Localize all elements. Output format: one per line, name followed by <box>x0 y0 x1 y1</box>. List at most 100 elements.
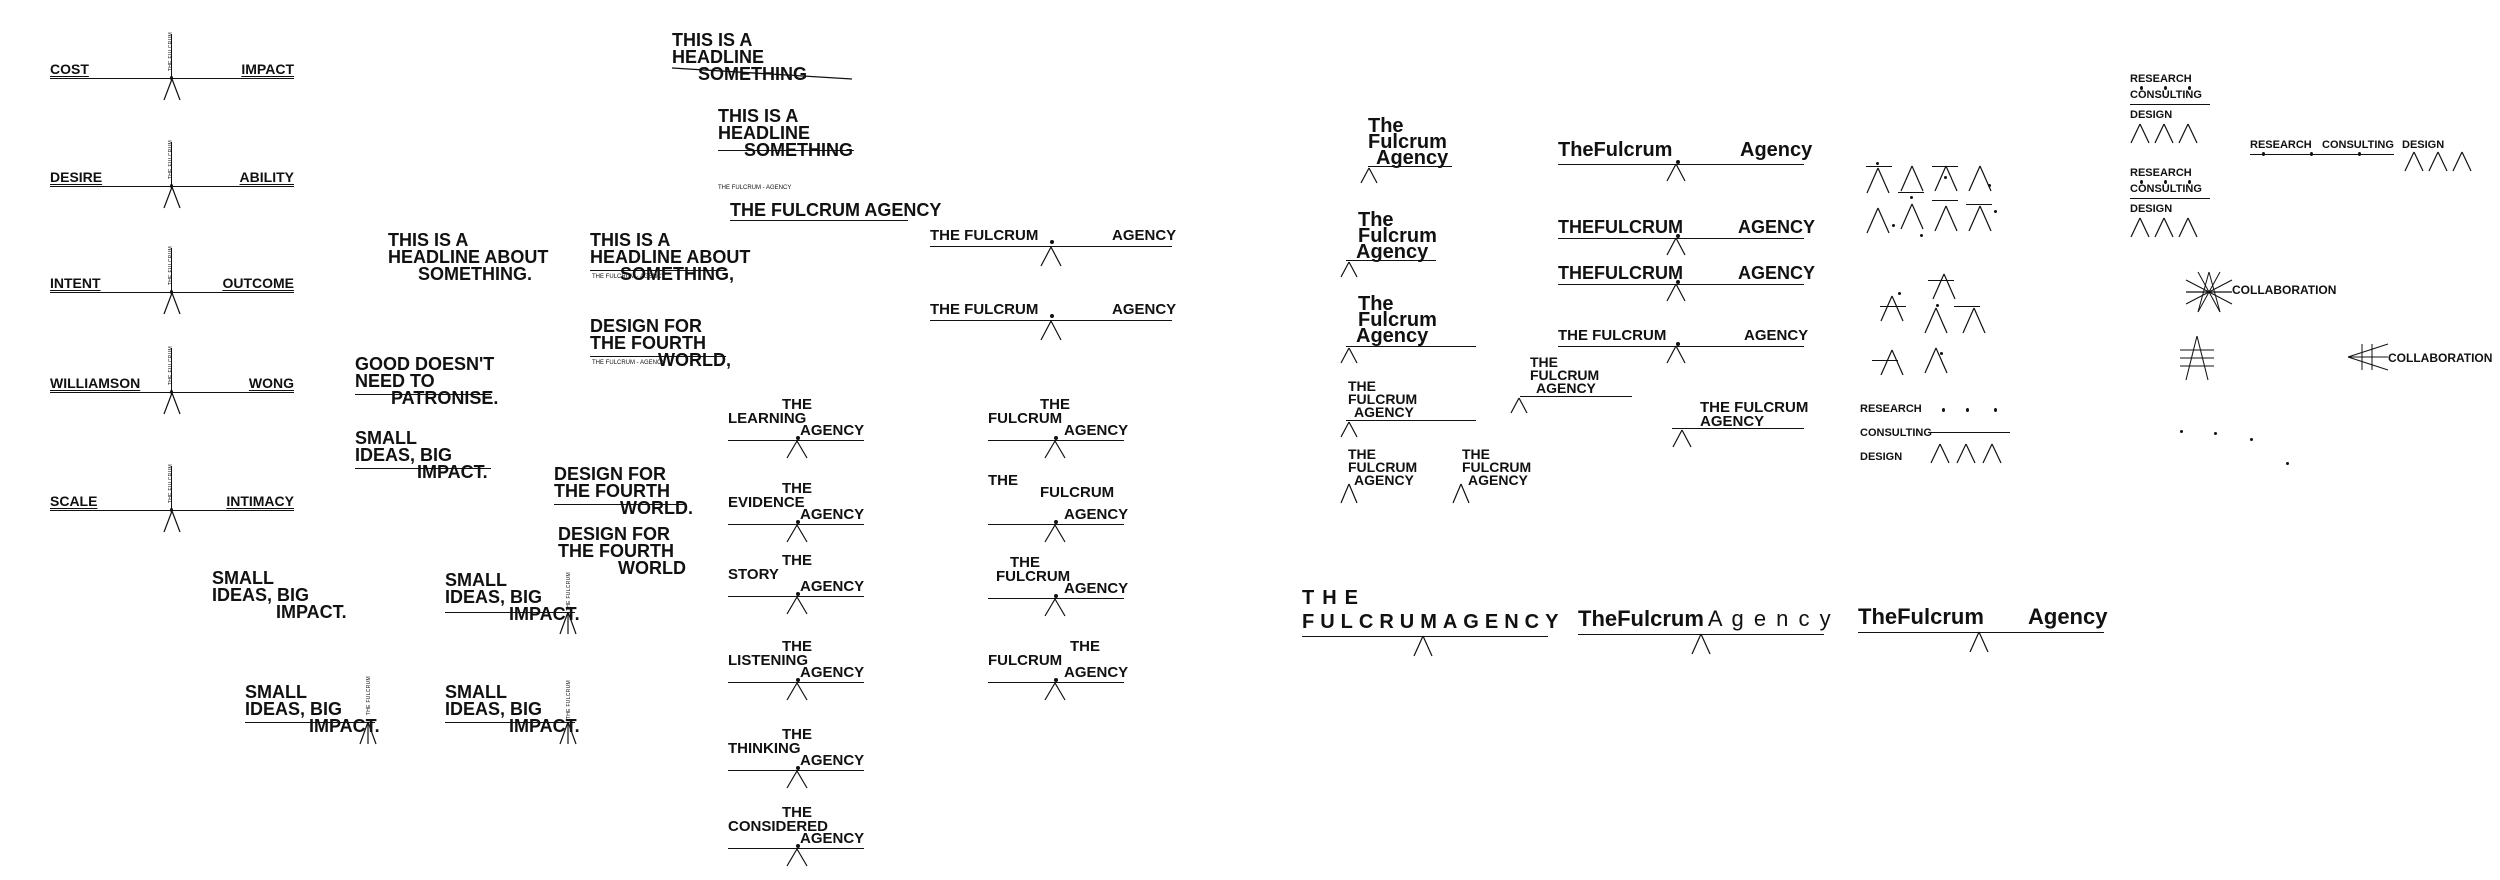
rule <box>2250 154 2394 156</box>
collaboration-mark <box>2180 335 2214 381</box>
service-design: DESIGN <box>2130 203 2173 215</box>
agency: AGENCY <box>800 752 865 769</box>
fulcrum-mark <box>1672 429 1692 448</box>
stack-agency: AGENCY <box>1468 472 1528 488</box>
fulcrum-mark <box>2130 123 2150 144</box>
fulcrum-mark <box>1691 633 1711 655</box>
small-ideas-a: SMALL IDEAS, BIG IMPACT. <box>355 428 488 483</box>
stack-word: LISTENING <box>728 652 809 669</box>
fulcrum-mark <box>786 524 808 543</box>
dot <box>1054 520 1058 524</box>
headline-something-b: THIS IS A HEADLINE SOMETHING <box>718 106 854 161</box>
small-ideas-e: SMALL IDEAS, BIG IMPACT. <box>445 682 580 737</box>
rule <box>1932 166 1958 168</box>
dot <box>1054 436 1058 440</box>
fulcrum-mark <box>1930 443 1950 464</box>
agency: AGENCY <box>1744 327 1809 344</box>
fulcrum-mark <box>163 78 181 101</box>
pair-right: ABILITY <box>239 169 294 185</box>
fulcrum-mark <box>163 292 181 315</box>
the-fulcrum: THE FULCRUM <box>1558 327 1667 344</box>
fulcrum-mark <box>2154 123 2174 144</box>
fulcrum-mark <box>1044 440 1066 459</box>
service-research: RESEARCH <box>2250 139 2312 151</box>
pair-right: INTIMACY <box>226 493 294 509</box>
dot <box>1892 224 1895 227</box>
dot <box>2140 180 2143 184</box>
rule <box>728 524 864 526</box>
fulcrum-mark <box>786 682 808 701</box>
rotated-tag: THE FULCRUM <box>366 676 372 716</box>
fulcrum-post <box>171 142 173 186</box>
the: THE <box>1010 554 1040 571</box>
small-ideas-c: SMALL IDEAS, BIG IMPACT. <box>245 682 380 737</box>
pair-right: IMPACT <box>241 61 294 77</box>
agency: AGENCY <box>1738 217 1816 237</box>
dot <box>1936 304 1939 307</box>
dot <box>2188 86 2191 90</box>
pair-left: COST <box>50 61 89 77</box>
fulcrum-post <box>171 34 173 78</box>
stack-word: THINKING <box>728 740 801 757</box>
wordmark-the: The <box>1358 293 1394 315</box>
fulcrum-mark <box>1880 349 1904 376</box>
fulcrum-mark <box>2452 151 2472 172</box>
service-consulting: CONSULTING <box>2322 139 2394 151</box>
dot <box>2164 180 2167 184</box>
fulcrum-mark <box>1044 598 1066 617</box>
fulcrum-mark <box>2130 217 2150 238</box>
rule <box>728 770 864 772</box>
fulcrum-mark <box>2404 151 2424 172</box>
stack-the: THE <box>1530 354 1558 370</box>
service-consulting: CONSULTING <box>2130 89 2202 101</box>
wordmark-fulcrum: Fulcrum <box>1368 131 1447 153</box>
fulcrum-mark <box>1510 397 1528 414</box>
design-fourth-a: DESIGN FOR THE FOURTH WORLD, <box>590 316 731 371</box>
pair-left: DESIRE <box>50 169 103 185</box>
fulcrum-mark <box>359 721 377 745</box>
fulcrum: FULCRUM <box>1040 484 1115 501</box>
agency: AGENCY <box>1700 413 1765 430</box>
fulcrum-mark <box>1340 261 1358 278</box>
rule <box>1898 192 1924 194</box>
fulcrum-mark <box>1666 345 1686 364</box>
fulcrum-mark <box>1880 295 1904 322</box>
dot <box>1944 176 1947 179</box>
rule <box>1672 428 1804 430</box>
design-fourth-b: DESIGN FOR THE FOURTH WORLD. <box>554 464 693 519</box>
agency: AGENCY <box>1064 580 1129 597</box>
dot <box>2358 152 2361 156</box>
the: THE <box>782 480 812 497</box>
dot <box>1994 210 1997 213</box>
rotated-tag: THE FULCRUM <box>168 464 174 504</box>
stack-the: THE <box>1348 446 1376 462</box>
rule <box>1520 396 1632 398</box>
fulcrum-mark <box>1982 443 2002 464</box>
fulcrum: FULCRUM <box>988 410 1063 427</box>
fulcrum-mark <box>1900 203 1924 230</box>
fulcrum-mark <box>1866 167 1890 194</box>
dot <box>1940 352 1943 355</box>
rule <box>1930 432 2010 434</box>
collaboration-mark <box>2185 271 2233 313</box>
dot <box>1676 280 1680 284</box>
fulcrum-mark <box>1340 483 1358 504</box>
wordmark-agency: Agency <box>1356 325 1429 347</box>
service-consulting: CONSULTING <box>2130 183 2202 195</box>
dot <box>170 76 173 80</box>
stack-agency: AGENCY <box>1536 380 1596 396</box>
dot <box>1898 292 1901 295</box>
agency: AGENCY <box>1064 664 1129 681</box>
fulcrum-mark <box>1666 163 1686 182</box>
headline-something-a: THIS IS A HEADLINE SOMETHING <box>672 30 808 85</box>
fulcrum-mark <box>1969 631 1989 653</box>
rule <box>988 524 1124 526</box>
pair-right: WONG <box>248 375 294 391</box>
dot <box>170 508 173 512</box>
fulcrum-mark <box>2154 217 2174 238</box>
headline-about-a: THIS IS A HEADLINE ABOUT SOMETHING. <box>388 230 549 285</box>
rule <box>728 682 864 684</box>
wordmark-the: The <box>1368 115 1404 137</box>
stack-fulcrum: FULCRUM <box>1530 367 1600 383</box>
